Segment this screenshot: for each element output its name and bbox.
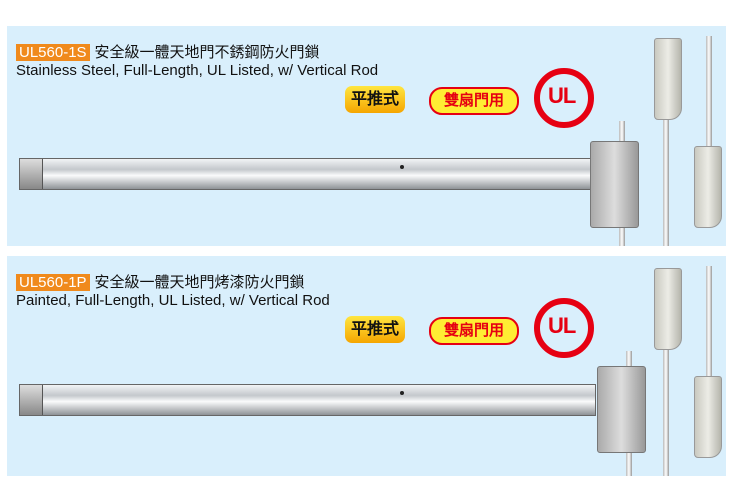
lock-head-image xyxy=(597,366,646,453)
top-latch-image xyxy=(654,38,682,120)
double-door-badge: 雙扇門用 xyxy=(429,87,519,115)
ul-logo-icon: UL xyxy=(534,68,594,128)
bottom-latch-image xyxy=(694,146,722,228)
product-subtitle: Stainless Steel, Full-Length, UL Listed,… xyxy=(16,62,379,79)
rod-bottom xyxy=(706,36,712,146)
push-bar-image xyxy=(19,384,596,416)
product-code: UL560-1S xyxy=(16,44,90,61)
bottom-latch-image xyxy=(694,376,722,458)
ul-mark: UL xyxy=(548,83,576,108)
push-bar-image xyxy=(19,158,596,190)
push-type-badge: 平推式 xyxy=(345,316,405,343)
top-latch-image xyxy=(654,268,682,350)
rod-top xyxy=(663,346,669,476)
double-door-badge: 雙扇門用 xyxy=(429,317,519,345)
rod-bottom xyxy=(706,266,712,376)
title-zh: 安全級一體天地門不銹鋼防火門鎖 xyxy=(94,44,320,61)
push-type-badge: 平推式 xyxy=(345,86,405,113)
ul-logo-icon: UL xyxy=(534,298,594,358)
product-code: UL560-1P xyxy=(16,274,90,291)
lock-head-image xyxy=(590,141,639,228)
ul-mark: UL xyxy=(548,313,576,338)
rod-top xyxy=(663,116,669,246)
title-zh: 安全級一體天地門烤漆防火門鎖 xyxy=(94,274,305,291)
product-subtitle: Painted, Full-Length, UL Listed, w/ Vert… xyxy=(16,292,330,309)
